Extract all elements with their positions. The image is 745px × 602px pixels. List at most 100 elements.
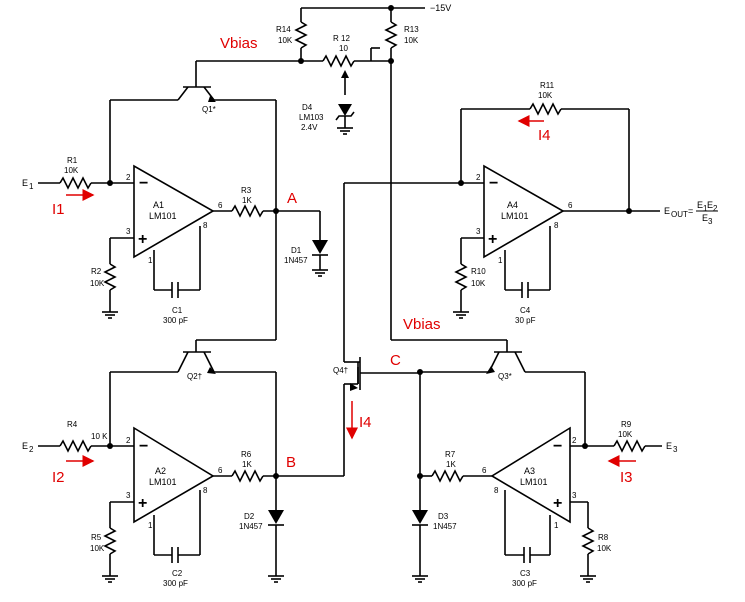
r6-resistor <box>231 469 264 483</box>
r13-resistor <box>384 21 398 49</box>
i4-label-mid: I4 <box>359 414 372 431</box>
r12-potentiometer <box>322 54 355 68</box>
r11-name: R11 <box>540 81 555 90</box>
a1-id: A1 <box>153 200 164 210</box>
a3-minus: − <box>553 438 562 455</box>
q4-transistor: Q4† <box>333 183 420 476</box>
eout-num-e1: E <box>697 200 703 210</box>
r5-resistor <box>103 527 117 555</box>
output-equation: E OUT = E 1 E 2 E 3 <box>664 200 718 226</box>
r12-name: R 12 <box>333 34 350 43</box>
d4-name: D4 <box>302 103 313 112</box>
a1-pin1: 1 <box>148 256 153 265</box>
a1-pin6: 6 <box>218 201 223 210</box>
a2-part: LM101 <box>149 477 177 487</box>
vbias-top: Vbias <box>220 35 258 52</box>
a2-pin2: 2 <box>126 436 131 445</box>
a4-id: A4 <box>507 200 518 210</box>
d4-part: LM103 <box>299 113 324 122</box>
r7-name: R7 <box>445 450 456 459</box>
a1-pin2: 2 <box>126 173 131 182</box>
a4-plus: + <box>488 231 497 248</box>
r3-name: R3 <box>241 186 252 195</box>
q1-transistor: Q1* <box>110 86 276 114</box>
q2-transistor: Q2† <box>110 351 276 381</box>
a3-block: R7 1K − + A3 LM101 2 3 6 8 1 R9 10K E 3 … <box>412 369 678 588</box>
e2-label: E <box>22 441 28 451</box>
r7-resistor <box>431 469 464 483</box>
r8-name: R8 <box>598 533 609 542</box>
r3-value: 1K <box>242 196 252 205</box>
c2-name: C2 <box>172 569 183 578</box>
r11-value: 10K <box>538 91 553 100</box>
a2-pin8: 8 <box>203 486 208 495</box>
e2-sub: 2 <box>29 445 34 454</box>
node-a-label: A <box>287 190 297 207</box>
q2-label: Q2† <box>187 372 202 381</box>
eout-den-3: 3 <box>708 217 713 226</box>
r6-name: R6 <box>241 450 252 459</box>
q3-label: Q3* <box>498 372 512 381</box>
d3-part: 1N457 <box>433 522 457 531</box>
a1-opamp <box>133 164 215 259</box>
vbias-bottom: Vbias <box>403 316 441 333</box>
a1-minus: − <box>139 175 148 192</box>
a3-pin8: 8 <box>494 486 499 495</box>
a2-pin3: 3 <box>126 491 131 500</box>
r13-value: 10K <box>404 36 419 45</box>
supply-label: −15V <box>430 3 451 13</box>
a2-plus: + <box>138 495 147 512</box>
c1-value: 300 pF <box>163 316 188 325</box>
r2-value: 10K <box>90 279 105 288</box>
i2-label: I2 <box>52 469 65 486</box>
a4-opamp <box>483 164 565 259</box>
d2-name: D2 <box>244 512 255 521</box>
a3-id: A3 <box>524 466 535 476</box>
a3-pin3: 3 <box>572 491 577 500</box>
e1-sub: 1 <box>29 182 34 191</box>
a3-pin6: 6 <box>482 466 487 475</box>
r5-value: 10K <box>90 544 105 553</box>
r5-name: R5 <box>91 533 102 542</box>
a4-pin1: 1 <box>498 256 503 265</box>
i1-label: I1 <box>52 201 65 218</box>
r10-resistor <box>454 263 468 291</box>
r8-value: 10K <box>597 544 612 553</box>
r7-value: 1K <box>446 460 456 469</box>
r2-name: R2 <box>91 267 102 276</box>
r12-value: 10 <box>339 44 348 53</box>
a4-minus: − <box>489 175 498 192</box>
eout-num-2: 2 <box>713 204 718 213</box>
r4-value: 10 K <box>91 432 108 441</box>
a3-plus: + <box>553 495 562 512</box>
q1-label: Q1* <box>202 105 216 114</box>
q3-transistor: Q3* <box>420 351 586 446</box>
e3-sub: 3 <box>673 445 678 454</box>
a3-part: LM101 <box>520 477 548 487</box>
r13-name: R13 <box>404 25 419 34</box>
c1-name: C1 <box>172 306 183 315</box>
a3-pin2: 2 <box>572 436 577 445</box>
a2-pin6: 6 <box>218 466 223 475</box>
supply-network: −15V R14 10K R13 10K R 12 10 D4 LM103 2.… <box>195 3 508 352</box>
r8-resistor <box>581 527 595 555</box>
a2-minus: − <box>139 438 148 455</box>
c3-value: 300 pF <box>512 579 537 588</box>
a1-block: E 1 R1 10K − + A1 LM101 2 3 6 8 1 R2 10K <box>22 100 328 325</box>
c3-name: C3 <box>520 569 531 578</box>
a4-pin6: 6 <box>568 201 573 210</box>
r2-resistor <box>103 263 117 291</box>
a1-pin3: 3 <box>126 227 131 236</box>
i4-label-top: I4 <box>538 127 551 144</box>
c2-value: 300 pF <box>163 579 188 588</box>
a2-block: E 2 R4 10 K − + A2 LM101 2 3 6 8 1 R5 10… <box>22 372 344 588</box>
eout-den-e3: E <box>702 213 708 223</box>
node-c-label: C <box>390 352 401 369</box>
a1-pin8: 8 <box>203 221 208 230</box>
annotations: Vbias Vbias A B C I1 I2 I3 I4 I4 <box>52 35 636 486</box>
r1-name: R1 <box>67 156 78 165</box>
r1-value: 10K <box>64 166 79 175</box>
a2-id: A2 <box>155 466 166 476</box>
a4-pin2: 2 <box>476 173 481 182</box>
